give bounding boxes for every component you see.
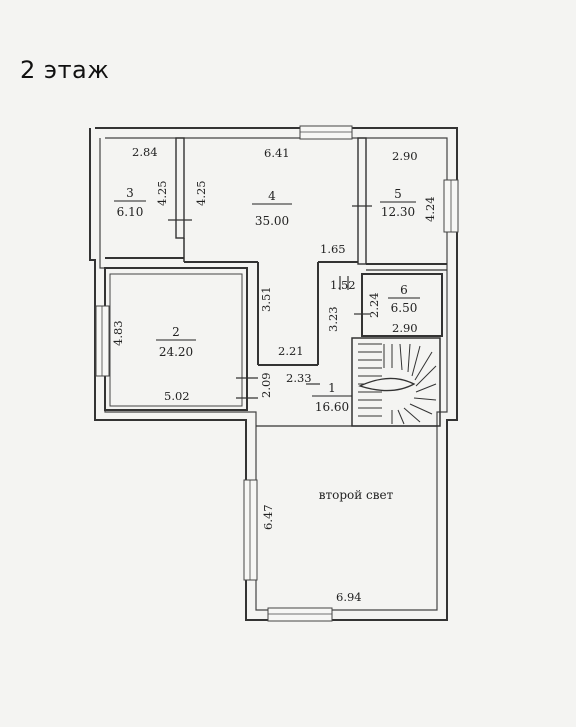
window-west xyxy=(95,305,110,377)
dim-hall-left: 3.23 xyxy=(326,306,340,332)
room-5-area: 12.30 xyxy=(381,205,415,219)
window-void-west xyxy=(243,479,258,581)
room-6-area: 6.50 xyxy=(391,301,418,315)
dim-room2-width: 5.02 xyxy=(164,389,190,403)
room-3-area: 6.10 xyxy=(117,205,144,219)
dim-room6-height: 2.24 xyxy=(367,292,381,318)
room-1-area: 16.60 xyxy=(315,400,349,414)
door-marks xyxy=(168,205,372,399)
dim-corridor-a: 2.21 xyxy=(278,344,304,358)
room-4-area: 35.00 xyxy=(255,214,289,228)
dim-room5-height: 4.24 xyxy=(423,196,437,222)
dim-room5-width: 2.90 xyxy=(392,149,418,163)
floor-title: 2 этаж xyxy=(20,56,110,84)
dim-void-width: 6.94 xyxy=(336,590,362,604)
window-south xyxy=(267,607,333,622)
room-5-number: 5 xyxy=(394,187,402,201)
room-3-number: 3 xyxy=(126,186,134,200)
windows xyxy=(95,125,459,622)
dim-corridor-b: 2.33 xyxy=(286,371,312,385)
room-2-area: 24.20 xyxy=(159,345,193,359)
dim-room6-width: 2.90 xyxy=(392,321,418,335)
dim-room3-width: 2.84 xyxy=(132,145,158,159)
window-north xyxy=(299,125,353,140)
room-1-number: 1 xyxy=(328,381,336,395)
room-6-number: 6 xyxy=(400,283,408,297)
outer-walls xyxy=(89,127,458,621)
void-label: второй свет xyxy=(319,488,394,502)
room-4-number: 4 xyxy=(268,189,276,203)
staircase xyxy=(358,343,437,425)
dim-room2-height: 4.83 xyxy=(111,320,125,346)
dim-door-gap: 2.09 xyxy=(259,372,273,398)
dim-room3-height-b: 4.25 xyxy=(194,180,208,206)
dim-hall-top-b: 1.52 xyxy=(330,278,356,292)
dim-room4-ext: 3.51 xyxy=(259,286,273,312)
dim-void-height: 6.47 xyxy=(261,504,275,530)
room-2-number: 2 xyxy=(172,325,180,339)
dim-room3-height-a: 4.25 xyxy=(155,180,169,206)
dim-room4-width: 6.41 xyxy=(264,146,290,160)
dim-hall-top-a: 1.65 xyxy=(320,242,346,256)
